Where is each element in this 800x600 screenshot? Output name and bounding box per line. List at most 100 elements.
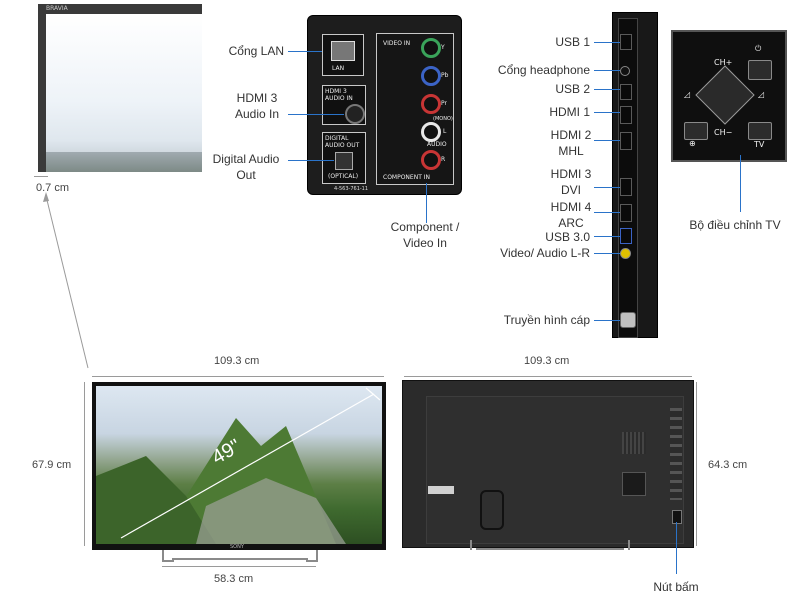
back-stand xyxy=(470,540,630,550)
back-side-ports xyxy=(670,408,682,500)
back-port-block xyxy=(622,472,646,496)
mono-port-label: (MONO) xyxy=(433,116,453,122)
line-digital-audio-out xyxy=(288,160,334,161)
front-stand-bar xyxy=(172,558,308,560)
front-stand xyxy=(162,550,318,562)
front-width-arrow xyxy=(92,376,384,377)
front-height-label: 67.9 cm xyxy=(32,459,72,471)
line-cable-tv xyxy=(594,320,620,321)
audio-in-jack xyxy=(345,104,365,124)
cable-tv-connector xyxy=(620,312,636,328)
hdmi2-port xyxy=(620,132,632,150)
label-lan: Cổng LAN xyxy=(228,44,284,58)
back-height-arrow xyxy=(696,382,697,546)
tv-corner-mountain xyxy=(46,152,202,172)
line-hdmi3 xyxy=(594,187,620,188)
component-video-in-port: VIDEO IN Y Pb Pr (MONO) L AUDIO R COMPON… xyxy=(376,33,454,185)
audio-port-label: AUDIO xyxy=(427,141,447,148)
front-tv-screen: 49" xyxy=(96,386,382,544)
usb1-port xyxy=(620,34,632,50)
lan-jack xyxy=(331,41,355,61)
hdmi1-port xyxy=(620,106,632,124)
pr-port-label: Pr xyxy=(441,100,447,107)
digital-audio-out-port: DIGITAL AUDIO OUT (OPTICAL) xyxy=(322,132,366,184)
label-hdmi3-2: DVI xyxy=(560,183,581,197)
line-headphone xyxy=(594,70,620,71)
label-controller: Bộ điều chỉnh TV xyxy=(689,218,781,232)
input-button xyxy=(684,122,708,140)
video-audio-lr-jack xyxy=(620,248,631,259)
optical-jack xyxy=(335,152,353,170)
back-label-sticker xyxy=(428,486,454,494)
back-button-marker xyxy=(672,510,682,524)
serial-number: 4-563-761-11 xyxy=(334,186,369,192)
back-stand-bar xyxy=(476,548,624,550)
usb30-port xyxy=(620,228,632,244)
optical-port-label: (OPTICAL) xyxy=(328,173,359,180)
back-power-cable xyxy=(480,490,504,530)
digital-port-label: DIGITAL xyxy=(325,135,349,142)
label-usb2: USB 2 xyxy=(555,82,590,96)
usb2-port xyxy=(620,84,632,100)
front-screen-scene xyxy=(96,387,381,544)
audio-out-port-label: AUDIO OUT xyxy=(325,142,360,149)
audio-l-jack xyxy=(421,122,441,142)
thickness-label: 0.7 cm xyxy=(36,182,70,194)
label-cable-tv: Truyền hình cáp xyxy=(503,313,590,327)
y-port-label: Y xyxy=(441,44,445,51)
line-usb1 xyxy=(594,42,620,43)
label-hdmi4-1: HDMI 4 xyxy=(550,200,592,214)
line-lan xyxy=(288,51,322,52)
line-usb30 xyxy=(594,236,620,237)
back-vent-grille xyxy=(622,432,646,454)
line-controller xyxy=(740,155,741,212)
label-hdmi4-2: ARC xyxy=(558,216,584,230)
line-hdmi3-audio-in xyxy=(288,114,344,115)
front-stand-left-leg xyxy=(162,550,174,562)
l-port-label: L xyxy=(443,128,447,135)
back-width-arrow xyxy=(404,376,692,377)
label-usb30: USB 3.0 xyxy=(545,230,590,244)
label-digital-audio-out-1: Digital Audio xyxy=(212,152,280,166)
input-icon: ⊕ xyxy=(689,139,696,148)
volume-up-icon: ◿ xyxy=(758,90,765,99)
pr-red-jack xyxy=(421,94,441,114)
closeup-leader-line xyxy=(43,192,89,369)
front-width-label: 109.3 cm xyxy=(214,355,260,367)
lan-port: LAN xyxy=(322,34,364,76)
r-port-label: R xyxy=(441,156,446,163)
line-usb2 xyxy=(594,89,620,90)
line-hdmi4 xyxy=(594,212,620,213)
tv-button xyxy=(748,122,772,140)
back-width-label: 109.3 cm xyxy=(524,355,570,367)
front-stand-right-leg xyxy=(306,550,318,562)
label-component-1: Component / xyxy=(390,220,460,234)
line-hdmi1 xyxy=(594,112,620,113)
front-height-arrow xyxy=(84,382,85,546)
line-component xyxy=(426,183,427,223)
tv-button-label: TV xyxy=(754,140,765,149)
hdmi4-port xyxy=(620,204,632,222)
hdmi3-audio-in-port: HDMI 3 AUDIO IN xyxy=(322,85,366,125)
thickness-arrow xyxy=(34,176,48,177)
bravia-logo: BRAVIA xyxy=(46,5,68,12)
stand-width-label: 58.3 cm xyxy=(214,573,254,585)
back-height-label: 64.3 cm xyxy=(708,459,748,471)
audio-r-jack xyxy=(421,150,441,170)
label-digital-audio-out-2: Out xyxy=(236,168,256,182)
label-hdmi2-2: MHL xyxy=(558,144,584,158)
component-in-port-label: COMPONENT IN xyxy=(383,174,431,181)
hdmi3-port xyxy=(620,178,632,196)
label-hdmi3-audio-in-1: HDMI 3 xyxy=(236,91,278,105)
back-tv-center-panel xyxy=(426,396,684,544)
video-in-port-label: VIDEO IN xyxy=(383,40,411,47)
line-hdmi2 xyxy=(594,140,620,141)
pb-blue-jack xyxy=(421,66,441,86)
audio-in-port-label: AUDIO IN xyxy=(325,95,353,102)
ch-minus-label: CH− xyxy=(714,128,733,137)
label-hdmi1: HDMI 1 xyxy=(549,105,590,119)
stand-width-arrow xyxy=(162,566,316,567)
volume-down-icon: ◿ xyxy=(684,90,691,99)
ch-plus-label: CH+ xyxy=(714,58,733,67)
back-stand-left-leg xyxy=(470,540,480,550)
